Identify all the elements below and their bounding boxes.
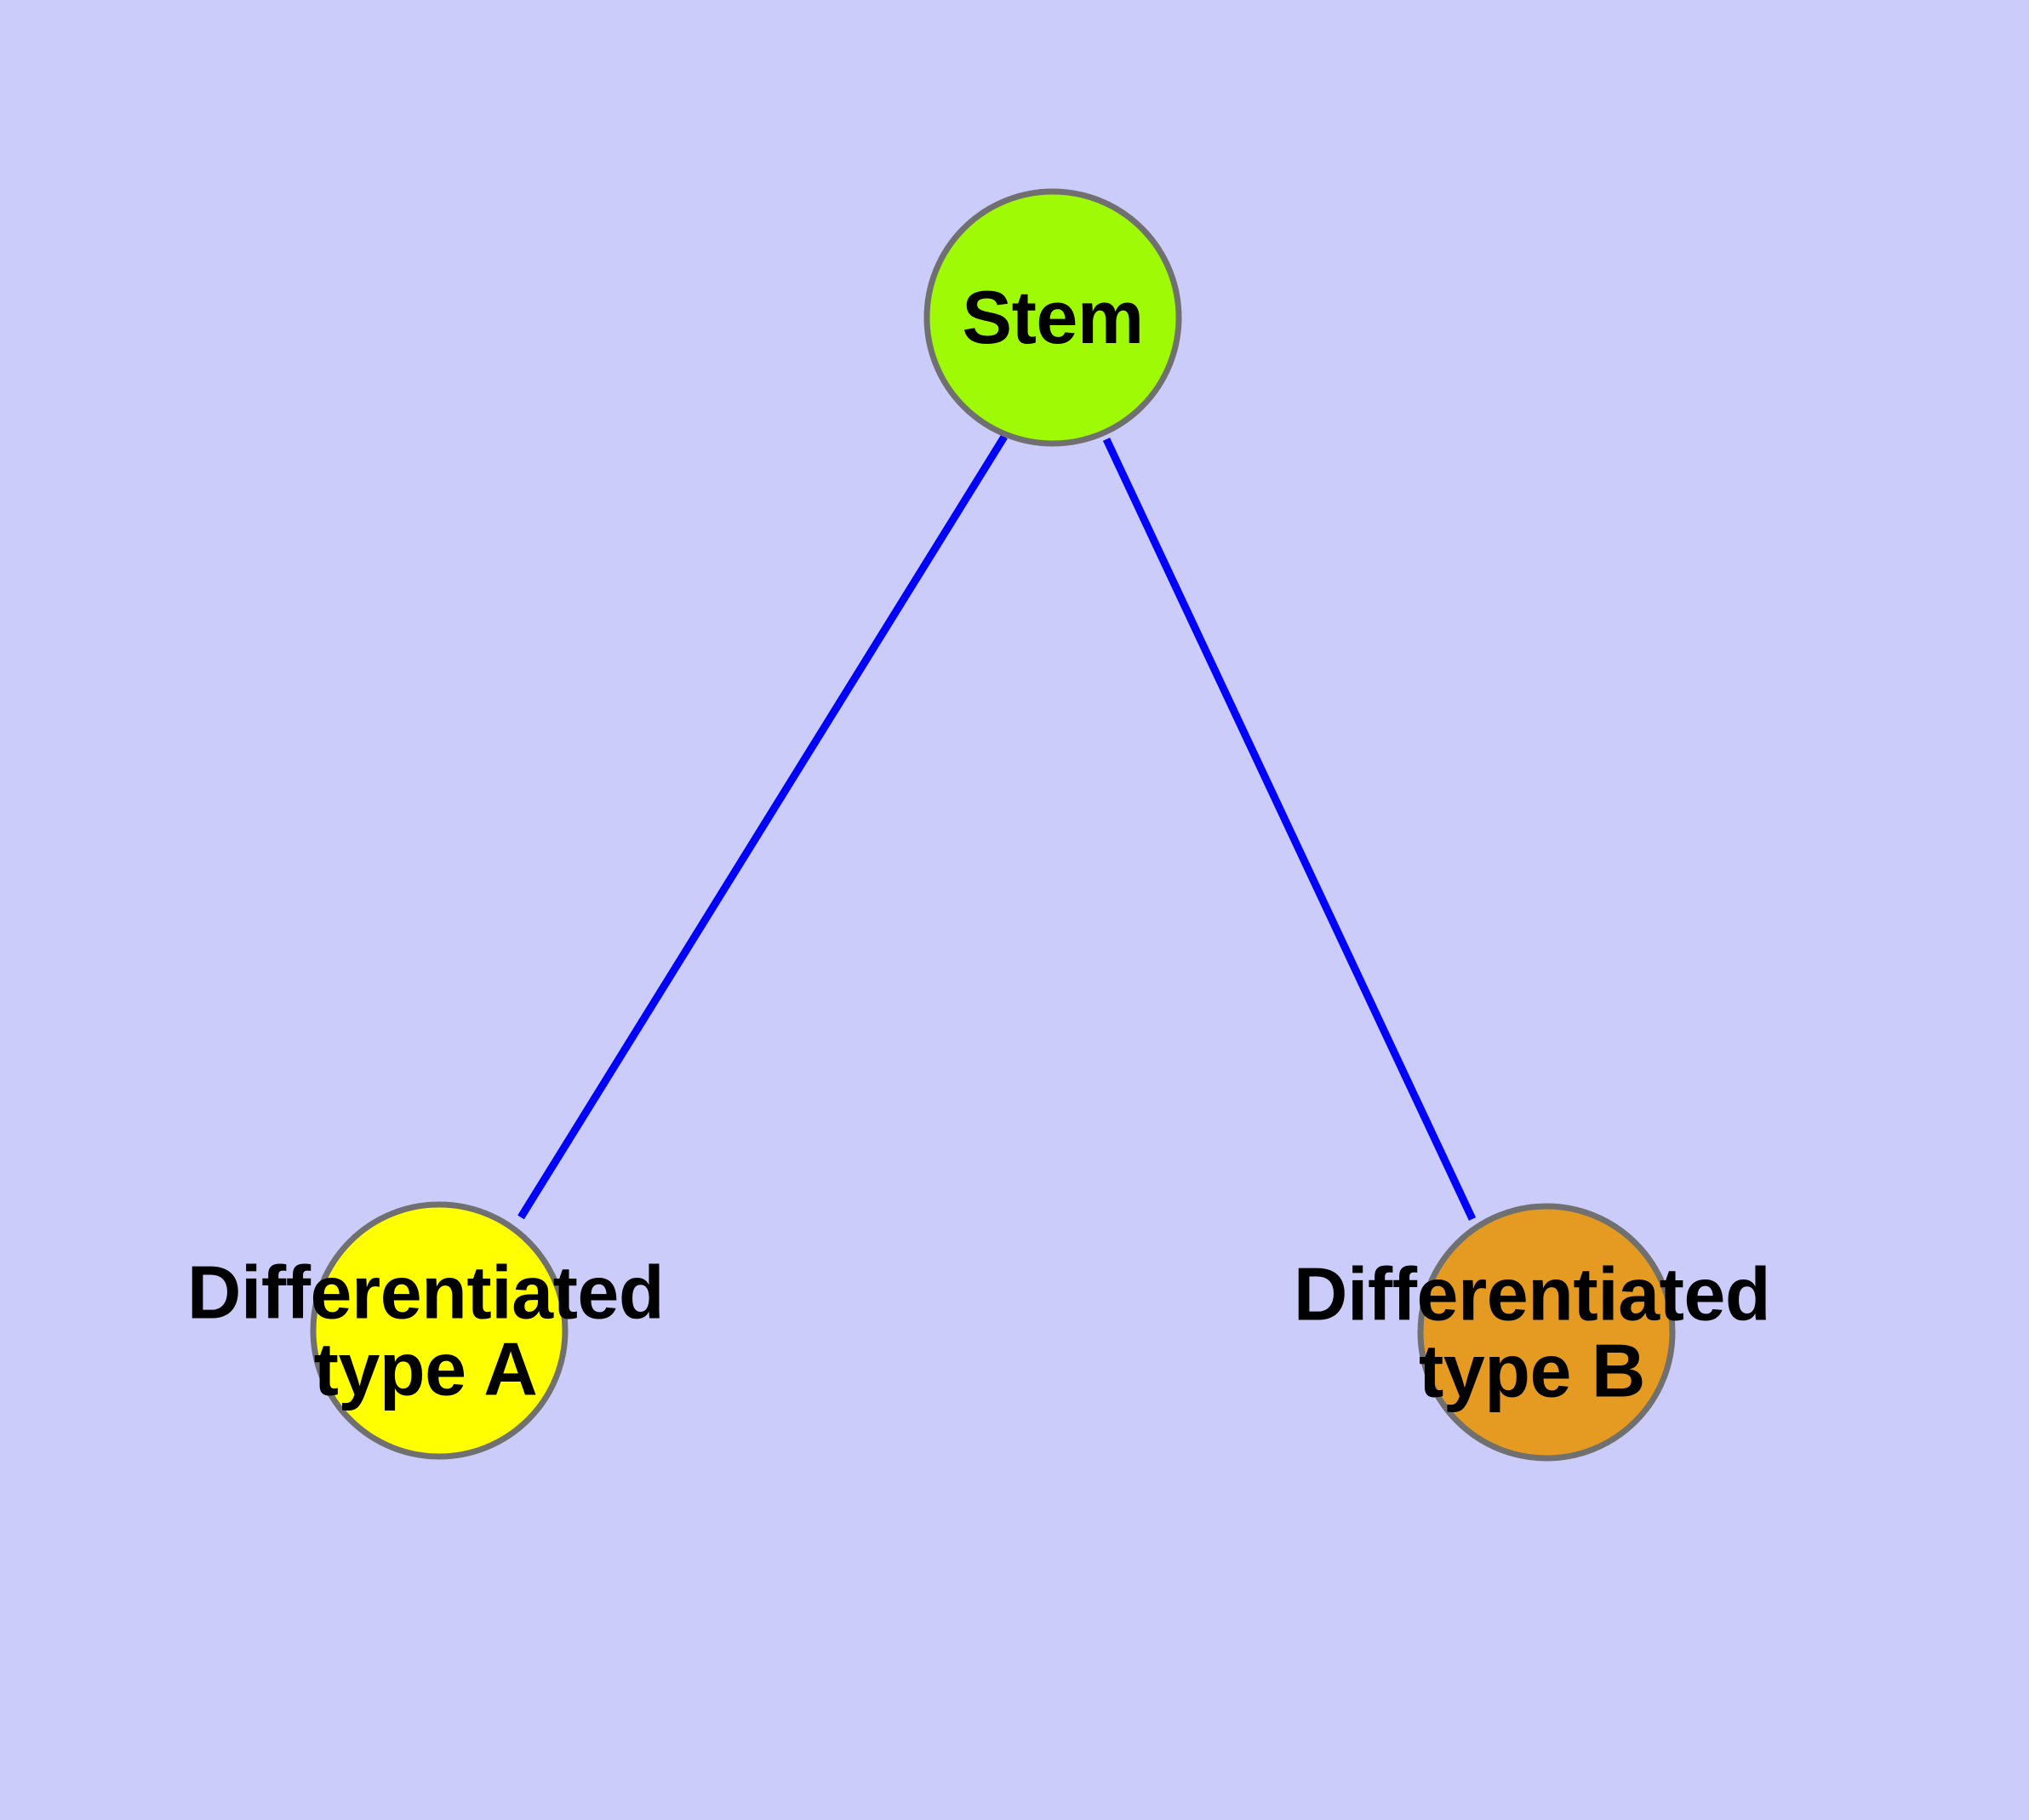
graph-edge (1102, 438, 1477, 1221)
graph-node-stem[interactable] (923, 188, 1182, 447)
graph-node-diff_a[interactable] (310, 1201, 569, 1460)
nodes-layer (310, 188, 1676, 1462)
graph-edge (517, 434, 1008, 1220)
edges-layer (517, 434, 1477, 1221)
graph-node-diff_b[interactable] (1417, 1203, 1676, 1462)
